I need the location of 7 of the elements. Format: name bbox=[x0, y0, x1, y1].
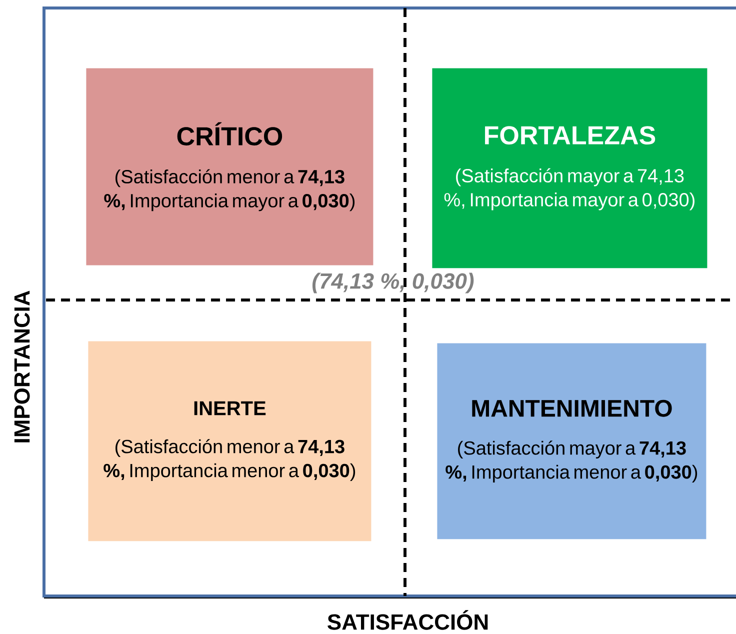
axis-label: SATISFACCIÓN bbox=[328, 610, 488, 630]
point-label: (74,13 %, 0,030) bbox=[312, 272, 474, 294]
quadrant-box: CRÍTICO (Satisfacción menor a 74,13 %, Importancia mayor a 0,030) bbox=[86, 68, 374, 266]
quadrant-box: INERTE (Satisfacción menor a 74,13 %, Importancia menor a 0,030) bbox=[88, 341, 372, 542]
quadrant-box: FORTALEZAS (Satisfacción mayor a 74,13 %, Importancia mayor a 0,030) bbox=[432, 68, 708, 268]
axis-label: IMPORTANCIA bbox=[14, 290, 30, 442]
quadrant-box: MANTENIMIENTO (Satisfacción mayor a 74,13 %, Importancia menor a 0,030) bbox=[437, 343, 706, 540]
